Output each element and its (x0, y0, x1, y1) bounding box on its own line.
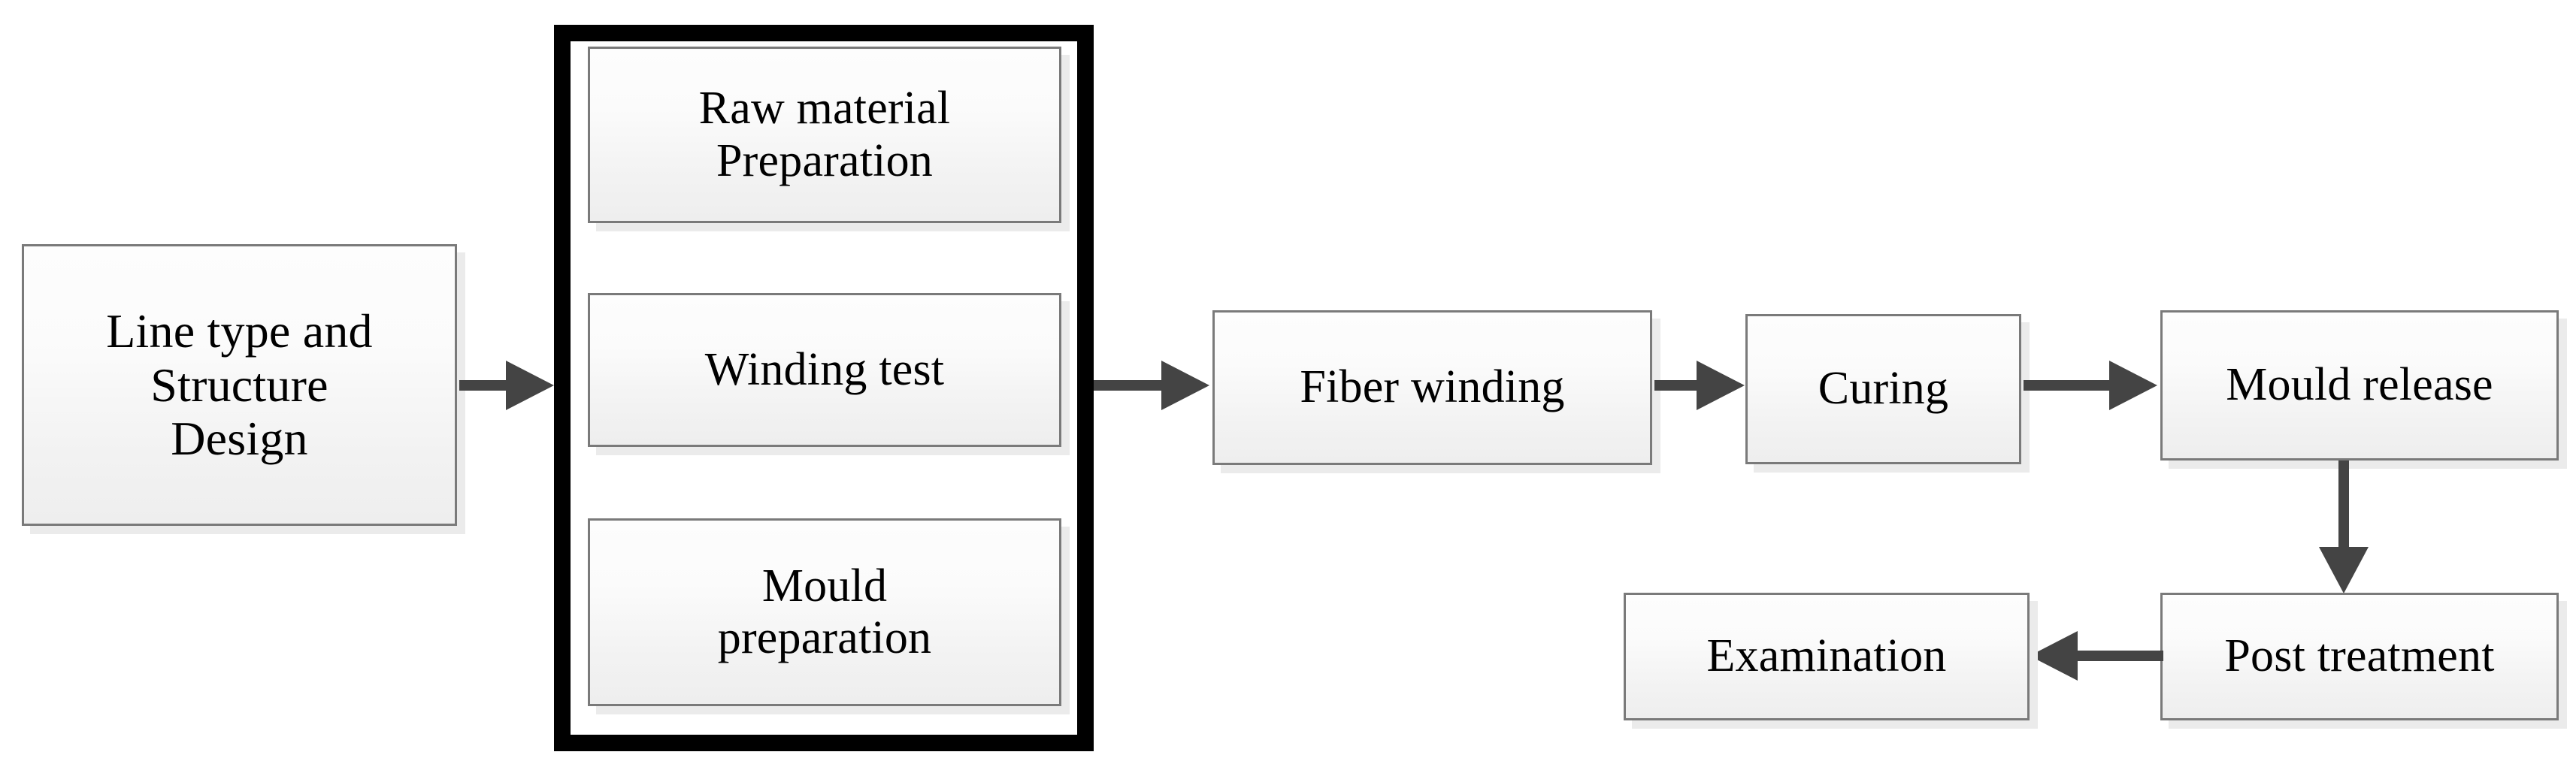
node-label: Raw material Preparation (698, 83, 951, 186)
arrow-shaft (2024, 380, 2114, 391)
node-mould-release[interactable]: Mould release (2160, 310, 2559, 461)
arrow-shaft (459, 380, 512, 391)
arrow-head-right-icon (506, 361, 554, 410)
node-label: Mould preparation (717, 560, 932, 663)
node-label: Fiber winding (1300, 361, 1565, 413)
node-label: Line type and Structure Design (106, 303, 373, 466)
arrow-head-right-icon (2109, 361, 2157, 410)
arrow-shaft (2338, 461, 2349, 551)
arrow-head-right-icon (1697, 361, 1745, 410)
node-label: Examination (1706, 630, 1947, 682)
node-post-treatment[interactable]: Post treatment (2160, 593, 2559, 720)
node-label: Mould release (2226, 359, 2493, 411)
arrow-head-left-icon (2030, 631, 2078, 681)
node-fiber-winding[interactable]: Fiber winding (1212, 310, 1652, 465)
node-line-type-and-structure-design[interactable]: Line type and Structure Design (22, 244, 457, 526)
arrow-head-right-icon (1161, 361, 1209, 410)
node-label: Curing (1818, 363, 1949, 415)
node-winding-test[interactable]: Winding test (588, 293, 1061, 447)
arrow-shaft (1654, 380, 1701, 391)
node-examination[interactable]: Examination (1624, 593, 2030, 720)
arrow-head-down-icon (2319, 547, 2369, 593)
node-mould-preparation[interactable]: Mould preparation (588, 518, 1061, 706)
node-label: Post treatment (2224, 630, 2495, 682)
node-label: Winding test (704, 343, 945, 395)
arrow-shaft (2073, 651, 2163, 661)
arrow-shaft (1094, 380, 1166, 391)
node-raw-material-preparation[interactable]: Raw material Preparation (588, 47, 1061, 223)
node-curing[interactable]: Curing (1745, 314, 2021, 464)
